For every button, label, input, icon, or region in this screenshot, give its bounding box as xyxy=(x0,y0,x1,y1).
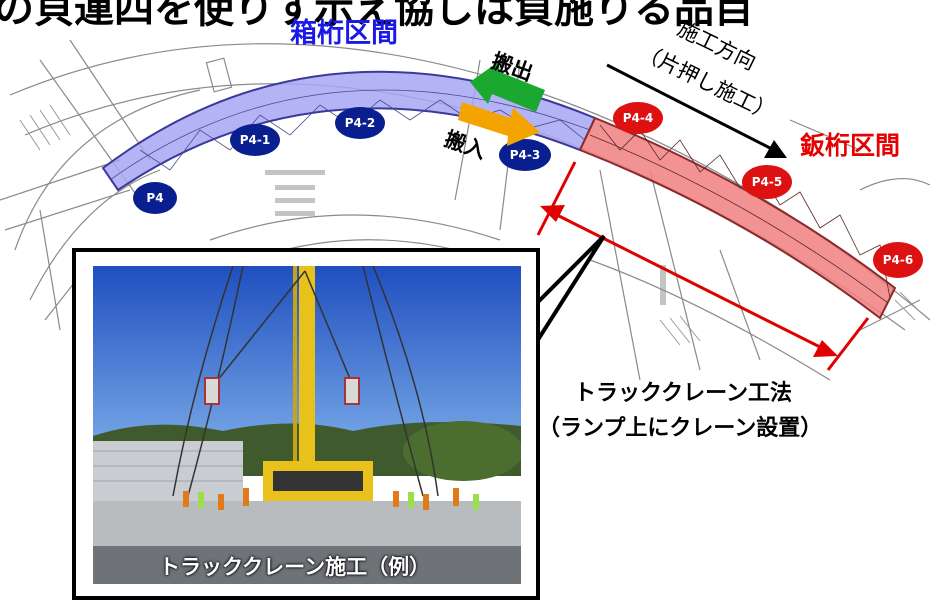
pier-label-p4-1: P4-1 xyxy=(240,133,270,147)
cad-hatching xyxy=(19,104,921,346)
direction-arrow-line xyxy=(606,63,771,150)
pier-marker-p4-4 xyxy=(613,102,663,134)
pier-marker-p4-3 xyxy=(499,139,551,171)
span-tick-left xyxy=(536,161,577,236)
pier-label-p4-3: P4-3 xyxy=(510,148,540,162)
pier-marker-p4-1 xyxy=(230,124,280,156)
pier-label-p4-4: P4-4 xyxy=(623,111,653,125)
pier-label-p4-5: P4-5 xyxy=(752,175,782,189)
truck-crane-photo-illustration xyxy=(93,266,521,584)
crane-method-title: トラッククレーン工法 xyxy=(574,381,793,406)
box-girder-section-label: 箱桁区間 xyxy=(290,18,398,49)
direction-arrowhead-icon xyxy=(764,140,787,158)
pier-marker-p4 xyxy=(133,182,177,214)
span-arrow-right-icon xyxy=(813,340,838,357)
truck-crane-photo: トラッククレーン施工（例） xyxy=(93,266,521,584)
photo-caption: トラッククレーン施工（例） xyxy=(159,555,431,579)
plate-girder-section-label: 鈑桁区間 xyxy=(800,131,901,160)
carry-in-arrow-icon xyxy=(458,102,540,146)
pier-label-p4-2: P4-2 xyxy=(345,116,375,130)
photo-inset-frame: トラッククレーン施工（例） xyxy=(72,248,540,600)
span-tick-right xyxy=(826,317,870,371)
pier-label-p4-6: P4-6 xyxy=(883,253,913,267)
span-arrow-left-icon xyxy=(540,205,565,222)
cad-tiny-text xyxy=(265,170,666,305)
pier-marker-p4-5 xyxy=(742,165,792,199)
pier-labels: P4 P4-1 P4-2 P4-3 P4-4 P4-5 P4-6 xyxy=(146,111,913,267)
carry-out-arrow-icon xyxy=(470,62,545,112)
plate-girder-section xyxy=(578,116,897,320)
span-dimension-line xyxy=(554,212,823,350)
callout-pointer xyxy=(532,234,606,353)
pier-markers xyxy=(133,102,923,278)
pier-marker-p4-2 xyxy=(335,107,385,139)
pier-label-p4: P4 xyxy=(146,191,163,205)
cut-title: の貝運四を使りす示え協しは負施りる品目 xyxy=(0,0,754,32)
crane-method-note: （ランプ上にクレーン設置） xyxy=(538,416,823,441)
pier-marker-p4-6 xyxy=(873,242,923,278)
